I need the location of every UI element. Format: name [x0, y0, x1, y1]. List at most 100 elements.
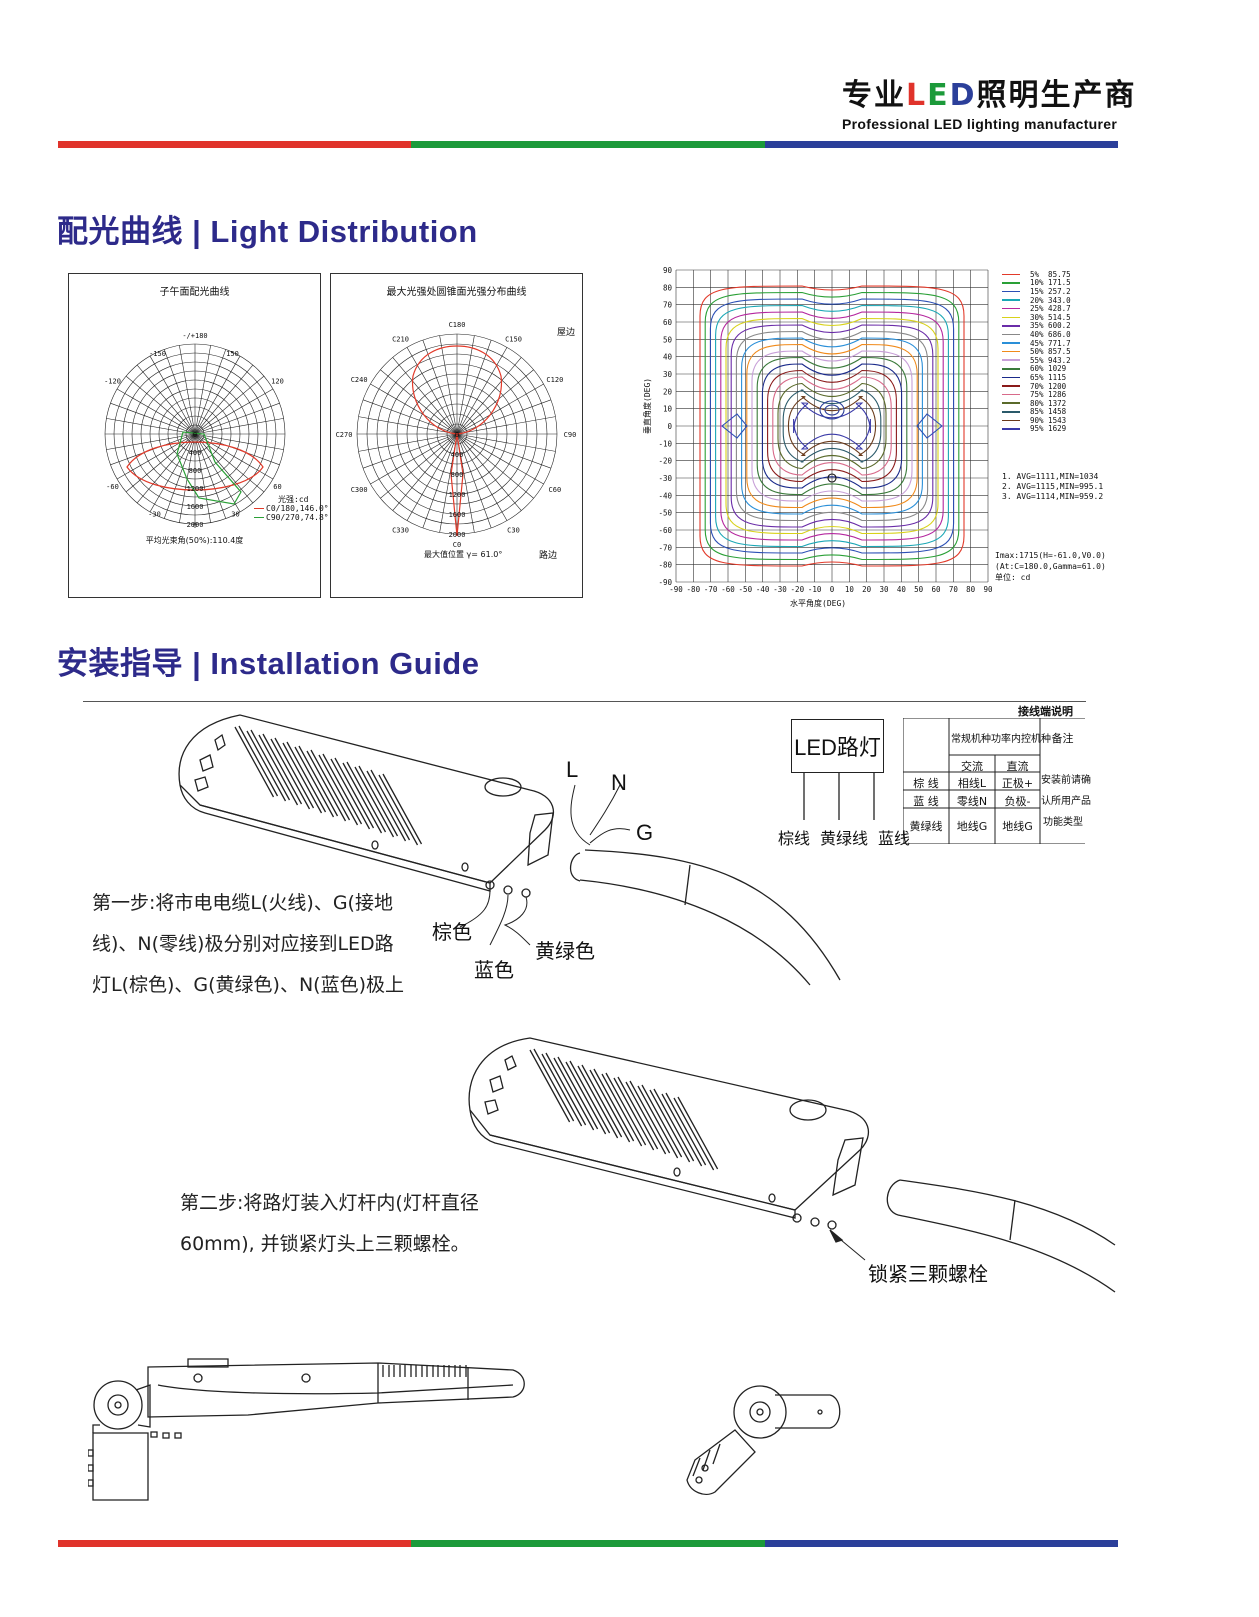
iso-contour [777, 382, 887, 470]
polar-spoke [149, 433, 196, 513]
iso-x-tick: 10 [845, 585, 855, 594]
polar1-plot: -150150-120120-9090-6060-303000400800120… [104, 332, 286, 530]
iso-legend-swatch [1002, 428, 1020, 430]
polar1-unit: 光强:cd [278, 495, 309, 504]
heat-sink-fin [382, 1365, 390, 1377]
bar-red [58, 141, 412, 148]
polar-spoke [358, 416, 458, 435]
table-row-ac: 地线G [956, 820, 988, 833]
iso-contour [699, 285, 965, 567]
polar-spoke [125, 375, 196, 435]
polar-spoke [194, 433, 241, 513]
polar-spoke [125, 433, 196, 493]
polar2-corner-bottom: 路边 [539, 551, 558, 561]
iso-legend-swatch [1002, 282, 1020, 284]
heat-sink-fin [330, 757, 375, 830]
wire-label-brown: 棕线 [778, 829, 811, 848]
wire-color-blue: 蓝色 [474, 958, 514, 982]
polar-chart-meridian: 子午面配光曲线 -150150-120120-9090-6060-3030004… [68, 273, 329, 598]
polar-spoke [136, 433, 196, 504]
heat-sink-fin [529, 1048, 575, 1123]
polar-spoke [194, 433, 265, 493]
iso-legend-label: 55% 943.2 [1030, 355, 1071, 365]
heat-sink-fin [601, 1072, 647, 1147]
wire-label-row: 棕线 黄绿线 蓝线 [778, 825, 910, 849]
iso-y-tick: 0 [667, 422, 672, 431]
heat-sink-fin [393, 1365, 401, 1377]
polar-spoke [358, 433, 458, 452]
iso-legend-swatch [1002, 393, 1020, 396]
iso-legend-swatch [1002, 342, 1020, 344]
section-title-installation-guide: 安装指导 | Installation Guide [57, 646, 480, 681]
table-remark-line: 认所用产品 [1041, 796, 1091, 807]
iso-legend-swatch [1002, 419, 1020, 422]
heat-sink-fin [437, 1365, 445, 1377]
iso-avg-2: 2. AVG=1115,MIN=995.1 [1002, 482, 1104, 491]
heat-sink-fin [270, 737, 315, 810]
iso-legend-label: 45% 771.7 [1030, 338, 1071, 348]
table-row-dc: 负极- [1004, 795, 1031, 808]
iso-legend-label: 85% 1458 [1030, 407, 1067, 417]
iso-x-tick: -40 [756, 585, 770, 594]
iso-y-tick: 70 [663, 301, 673, 310]
iso-legend-swatch [1002, 402, 1020, 404]
table-remark-line: 安装前请确 [1041, 775, 1091, 786]
heat-sink-fin [565, 1060, 611, 1135]
iso-avg-3: 3. AVG=1114,MIN=959.2 [1002, 492, 1104, 501]
iso-unit: 单位: cd [995, 573, 1031, 582]
polar-angle-label: C300 [351, 486, 368, 494]
step1-line: 第一步:将市电电缆L(火线)、G(接地 [92, 892, 393, 914]
wiring-table-title: 接线端说明 [1018, 705, 1073, 718]
polar-spoke [179, 345, 196, 435]
iso-legend-item: 45% 771.7 [1002, 339, 1071, 348]
polar-radial-label: 1200 [449, 491, 466, 499]
polar-spoke [380, 433, 458, 499]
polar-radial-label: 0 [193, 431, 197, 439]
iso-legend-swatch [1002, 333, 1020, 336]
polar-spoke [456, 433, 552, 469]
heat-sink-fin [613, 1076, 659, 1151]
polar-spoke [194, 418, 284, 435]
iso-legend-label: 25% 428.7 [1030, 304, 1071, 314]
iso-x-tick: 20 [862, 585, 872, 594]
iso-legend-label: 60% 1029 [1030, 364, 1067, 374]
bracket-detail-illustration [686, 1385, 841, 1495]
polar-spoke [456, 433, 534, 499]
polar-spoke [456, 433, 522, 511]
iso-contour [730, 324, 934, 528]
polar-spoke [456, 335, 475, 435]
iso-contour [782, 389, 882, 463]
polar1-legend-c90: C90/270,74.8° [266, 513, 329, 522]
heat-sink-fin [318, 753, 363, 826]
polar-spoke [370, 433, 458, 485]
iso-legend-item: 25% 428.7 [1002, 304, 1071, 313]
iso-legend-swatch [1002, 273, 1020, 276]
heat-sink-fin [258, 733, 303, 806]
table-header-main: 常规机种功率内控机种 [951, 734, 1051, 745]
iso-legend-label: 20% 343.0 [1030, 295, 1071, 305]
iso-legend-item: 90% 1543 [1002, 416, 1071, 425]
polar-spoke [110, 402, 196, 435]
iso-avg-1: 1. AVG=1111,MIN=1034 [1002, 472, 1099, 481]
polar-spoke [194, 349, 227, 435]
iso-side-contour [916, 413, 943, 439]
iso-legend-item: 85% 1458 [1002, 407, 1071, 417]
iso-y-tick: -40 [658, 491, 672, 500]
iso-y-tick: 50 [663, 335, 673, 344]
wiring-table: 常规机种功率内控机种 备注 交流 直流 棕 线 相线L 正极+ 蓝 线 零线N … [903, 718, 1091, 844]
brand-logo: 专业LED照明生产商 Professional LED lighting man… [842, 70, 1137, 132]
polar-angle-label: C240 [351, 376, 368, 384]
heat-sink-fin [589, 1068, 635, 1143]
iso-legend-label: 40% 686.0 [1030, 329, 1071, 339]
iso-x-tick: 70 [949, 585, 959, 594]
iso-x-tick: -30 [773, 585, 787, 594]
bar-green [411, 141, 765, 148]
brand-cn-suffix: 照明生产商 [976, 78, 1137, 113]
iso-x-tick: -80 [687, 585, 701, 594]
step2-line: 第二步:将路灯装入灯杆内(灯杆直径 [180, 1192, 479, 1214]
wire-label-blue: 蓝线 [878, 829, 911, 848]
polar-angle-label: 120 [271, 378, 284, 386]
iso-legend-item: 55% 943.2 [1002, 356, 1071, 365]
iso-contour [715, 304, 949, 548]
brand-letter-d: D [949, 78, 977, 113]
